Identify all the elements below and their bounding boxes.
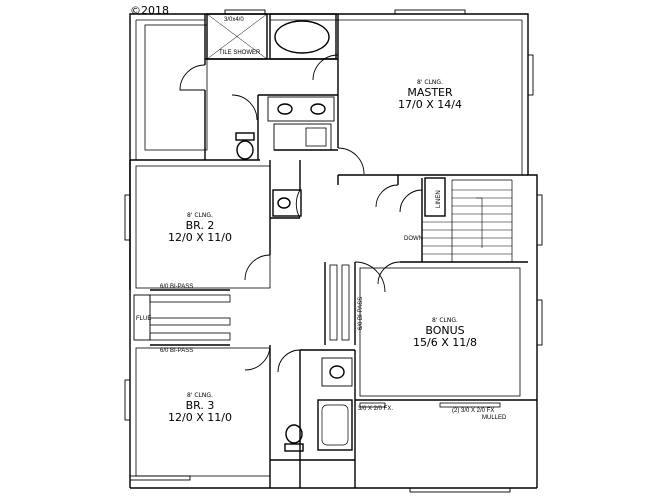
window-fx-note: 3/0 X 2/0 FX. [358, 406, 393, 412]
bipass-hall-note: 6/0 BI-PASS [358, 297, 364, 330]
linen-closet [424, 177, 446, 217]
br2-room-dimensions: 12/0 X 11/0 [168, 231, 232, 244]
shower-size-note: 3/0x4/0 [224, 17, 244, 23]
linen-note: LINEN [436, 190, 442, 208]
bipass-upper-note: 6/0 BI-PASS [160, 284, 193, 290]
bipass-door-lower[interactable] [149, 332, 231, 341]
bipass-lower-note: 6/0 BI-PASS [160, 348, 193, 354]
br2-room-name: BR. 2 [186, 219, 215, 232]
master-room-name: MASTER [407, 86, 453, 99]
br2-ceiling-label: 8' CLNG. [187, 212, 213, 219]
bipass-door-hall-b[interactable] [341, 264, 350, 341]
toilet-hall-icon [284, 424, 304, 452]
double-vanity [267, 96, 335, 122]
bipass-door-hall-a[interactable] [329, 264, 338, 341]
hall-sink [272, 189, 302, 217]
window-mulled-note: (2) 3/0 X 2/0 FX [452, 408, 494, 414]
br3-ceiling-label: 8' CLNG. [187, 392, 213, 399]
br3-room-name: BR. 3 [186, 399, 215, 412]
walk-in-closet [144, 24, 208, 151]
window-mulled [439, 402, 501, 408]
bonus-ceiling-label: 8' CLNG. [432, 317, 458, 324]
bonus-room-dimensions: 15/6 X 11/8 [413, 336, 477, 349]
bipass-door-upper[interactable] [149, 294, 231, 303]
tile-shower-note: TILE SHOWER [219, 50, 261, 56]
flue-chase [133, 294, 151, 341]
bipass-door-mid[interactable] [149, 317, 231, 326]
hall-bathtub [317, 399, 353, 451]
door-swings[interactable] [179, 54, 423, 373]
stairs-down-note: DOWN [404, 236, 423, 242]
copyright-watermark: ©2018 [130, 4, 169, 17]
exterior-windows [124, 9, 543, 493]
master-room-dimensions: 17/0 X 14/4 [398, 98, 462, 111]
sink-left-icon [277, 103, 293, 115]
window-fx [359, 402, 386, 408]
tub-basin [274, 20, 330, 54]
window-mulled-note-2: MULLED [482, 415, 507, 421]
flue-note: FLUE [136, 316, 151, 322]
br3-room-dimensions: 12/0 X 11/0 [168, 411, 232, 424]
sink-right-icon [310, 103, 326, 115]
master-ceiling-label: 8' CLNG. [417, 79, 443, 86]
bath-sink [321, 357, 353, 387]
bonus-room-name: BONUS [425, 324, 464, 337]
bonus-room-outline [359, 267, 521, 397]
stairway [422, 189, 512, 255]
toilet-master-icon [235, 132, 255, 160]
